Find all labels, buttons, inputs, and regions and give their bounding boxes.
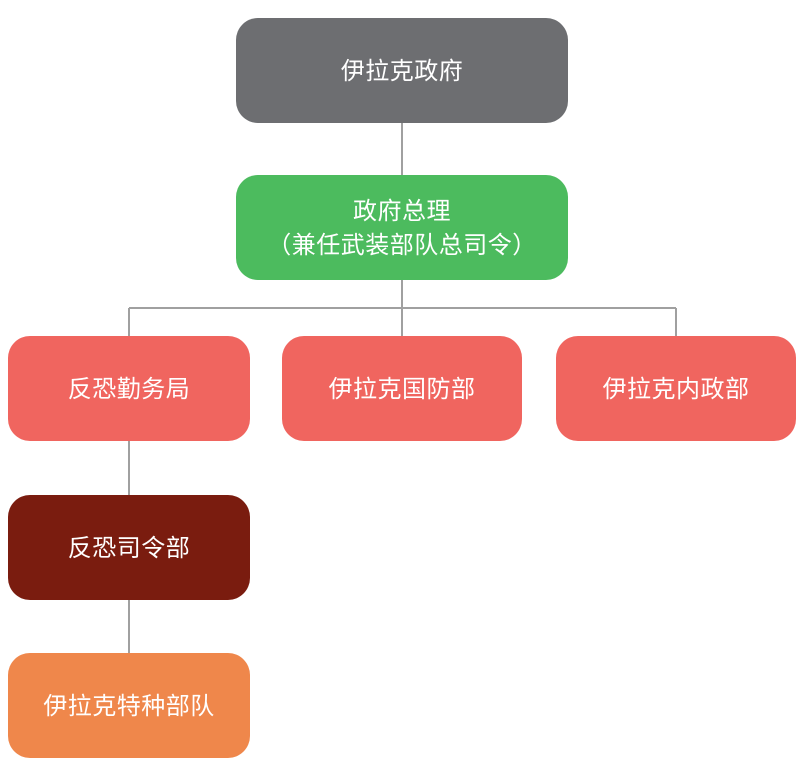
node-prime-minister: 政府总理 （兼任武装部队总司令） xyxy=(236,175,568,280)
node-prime-minister-title: 政府总理 xyxy=(353,196,451,225)
node-counter-terrorism-command: 反恐司令部 xyxy=(8,495,250,600)
node-counter-terrorism-bureau: 反恐勤务局 xyxy=(8,336,250,441)
node-counter-terrorism-command-label: 反恐司令部 xyxy=(67,533,191,562)
node-ministry-of-interior: 伊拉克内政部 xyxy=(556,336,796,441)
node-counter-terrorism-bureau-label: 反恐勤务局 xyxy=(67,374,191,403)
node-iraqi-special-forces-label: 伊拉克特种部队 xyxy=(43,691,215,720)
node-iraqi-special-forces: 伊拉克特种部队 xyxy=(8,653,250,758)
node-ministry-of-defense-label: 伊拉克国防部 xyxy=(328,374,476,403)
node-iraqi-government: 伊拉克政府 xyxy=(236,18,568,123)
node-ministry-of-defense: 伊拉克国防部 xyxy=(282,336,522,441)
node-ministry-of-interior-label: 伊拉克内政部 xyxy=(602,374,750,403)
node-iraqi-government-label: 伊拉克政府 xyxy=(340,56,464,85)
node-prime-minister-subtitle: （兼任武装部队总司令） xyxy=(267,230,537,259)
